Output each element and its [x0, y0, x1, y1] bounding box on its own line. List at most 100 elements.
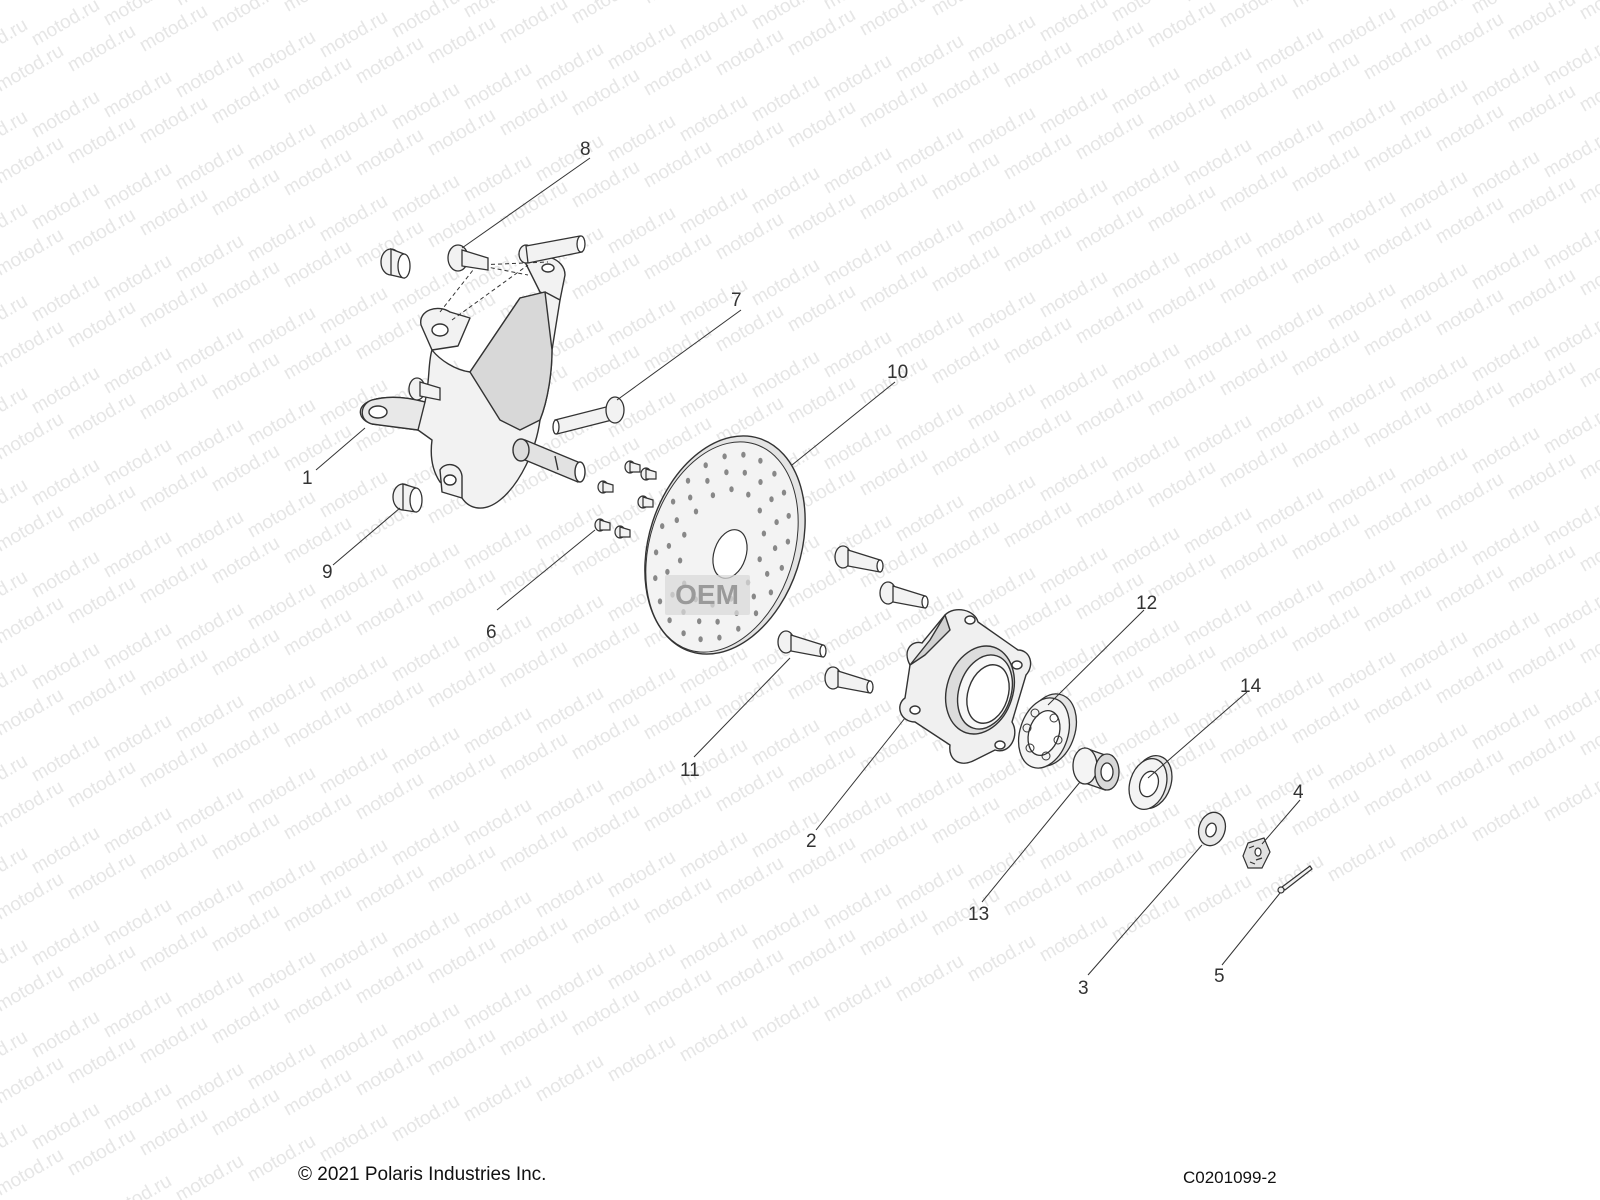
spindle-knuckle-part — [359, 255, 586, 509]
disc-hole — [670, 498, 676, 505]
disc-hole — [772, 470, 777, 477]
watermark-text: motod.ru — [676, 1011, 751, 1067]
watermark-text: motod.ru — [1540, 127, 1600, 183]
disc-hole — [769, 496, 774, 503]
watermark-text: motod.ru — [964, 931, 1039, 987]
watermark-text: motod.ru — [0, 1145, 67, 1200]
drawing-code: C0201099-2 — [1183, 1168, 1277, 1187]
watermark-text: motod.ru — [856, 0, 931, 40]
watermark-text: motod.ru — [208, 0, 283, 36]
disc-hole — [697, 618, 702, 625]
watermark-text: motod.ru — [1540, 311, 1600, 367]
washer-part — [1197, 811, 1227, 847]
disc-hole — [703, 462, 708, 469]
watermark-text: motod.ru — [1576, 0, 1600, 24]
watermark-text: motod.ru — [280, 0, 355, 16]
watermark-text: motod.ru — [0, 41, 67, 97]
brake-disc-part: OEM — [644, 435, 806, 655]
wheel-hub-part — [899, 608, 1032, 764]
disc-hole — [772, 545, 778, 552]
callout-9: 9 — [322, 562, 333, 583]
watermark-text: motod.ru — [0, 593, 67, 649]
disc-hole — [751, 593, 756, 600]
disc-hole — [710, 492, 716, 499]
disc-hole — [715, 618, 720, 625]
disc-hole — [717, 634, 722, 641]
watermark-text: motod.ru — [316, 1111, 391, 1167]
spacer-part — [1072, 747, 1120, 791]
disc-hole — [665, 568, 670, 575]
disc-hole — [729, 486, 734, 493]
watermark-text: motod.ru — [1288, 0, 1363, 12]
watermark-text: motod.ru — [1144, 0, 1219, 52]
watermark-text: motod.ru — [1540, 771, 1600, 827]
callout-2: 2 — [806, 831, 817, 852]
watermark-text: motod.ru — [640, 0, 715, 8]
leader-lines — [315, 157, 1301, 976]
disc-hole — [746, 491, 751, 498]
disc-hole — [741, 451, 746, 458]
watermark-text: motod.ru — [892, 951, 967, 1007]
disc-hole — [698, 636, 703, 643]
disc-hole — [681, 630, 686, 637]
disc-hole — [786, 512, 791, 519]
disc-hole — [685, 477, 691, 484]
callout-10: 10 — [887, 362, 908, 383]
castle-nut-part — [1242, 837, 1271, 869]
disc-hole — [785, 538, 791, 545]
watermark-text: motod.ru — [748, 991, 823, 1047]
watermark-text: motod.ru — [1504, 0, 1579, 44]
callout-14: 14 — [1240, 676, 1262, 697]
disc-hole — [724, 469, 729, 476]
callout-13: 13 — [968, 904, 989, 925]
disc-hole — [781, 489, 787, 496]
callout-6: 6 — [486, 622, 497, 643]
watermark-text: motod.ru — [1540, 495, 1600, 551]
callout-11: 11 — [680, 760, 700, 781]
oem-stamp-logo: OEM — [665, 575, 750, 615]
disc-hole — [757, 556, 762, 563]
watermark-text: motod.ru — [172, 1151, 247, 1200]
caliper-screw-part — [594, 460, 657, 539]
disc-hole — [653, 575, 658, 582]
disc-hole — [757, 507, 762, 514]
disc-hole — [736, 625, 741, 632]
watermark-text: motod.ru — [460, 1071, 535, 1127]
watermark-text: motod.ru — [0, 869, 67, 925]
watermark-text: motod.ru — [0, 409, 67, 465]
callout-5: 5 — [1214, 966, 1225, 987]
watermark-text: motod.ru — [100, 1171, 175, 1200]
disc-hole — [660, 523, 665, 530]
watermark-text: motod.ru — [0, 1053, 67, 1109]
watermark-text: motod.ru — [1540, 587, 1600, 643]
disc-hole — [722, 453, 727, 460]
copyright-notice: © 2021 Polaris Industries Inc. — [298, 1164, 547, 1185]
disc-hole — [666, 542, 672, 549]
callout-1: 1 — [302, 468, 313, 489]
disc-hole — [682, 531, 687, 538]
svg-text:OEM: OEM — [675, 579, 739, 610]
watermark-text: motod.ru — [928, 0, 1003, 20]
watermark-text: motod.ru — [1108, 891, 1183, 947]
disc-hole — [758, 479, 763, 485]
cotter-pin-part — [1277, 865, 1313, 894]
watermark-text: motod.ru — [1036, 911, 1111, 967]
watermark-text: motod.ru — [0, 133, 67, 189]
disc-hole — [742, 469, 747, 476]
disc-hole — [768, 589, 774, 596]
watermark-text: motod.ru — [0, 685, 67, 741]
disc-hole — [674, 517, 679, 524]
watermark-text: motod.ru — [1540, 219, 1600, 275]
watermark-text: motod.ru — [0, 317, 67, 373]
disc-hole — [657, 598, 663, 605]
disc-hole — [774, 519, 779, 526]
long-bolt-part — [552, 396, 625, 435]
disc-hole — [758, 457, 763, 464]
watermark-text: motod.ru — [0, 961, 67, 1017]
disc-hole — [765, 570, 770, 577]
watermark-text: motod.ru — [1180, 871, 1255, 927]
flange-nut-part — [380, 248, 441, 513]
watermark-text: motod.ru — [1396, 811, 1471, 867]
disc-hole — [779, 564, 784, 571]
